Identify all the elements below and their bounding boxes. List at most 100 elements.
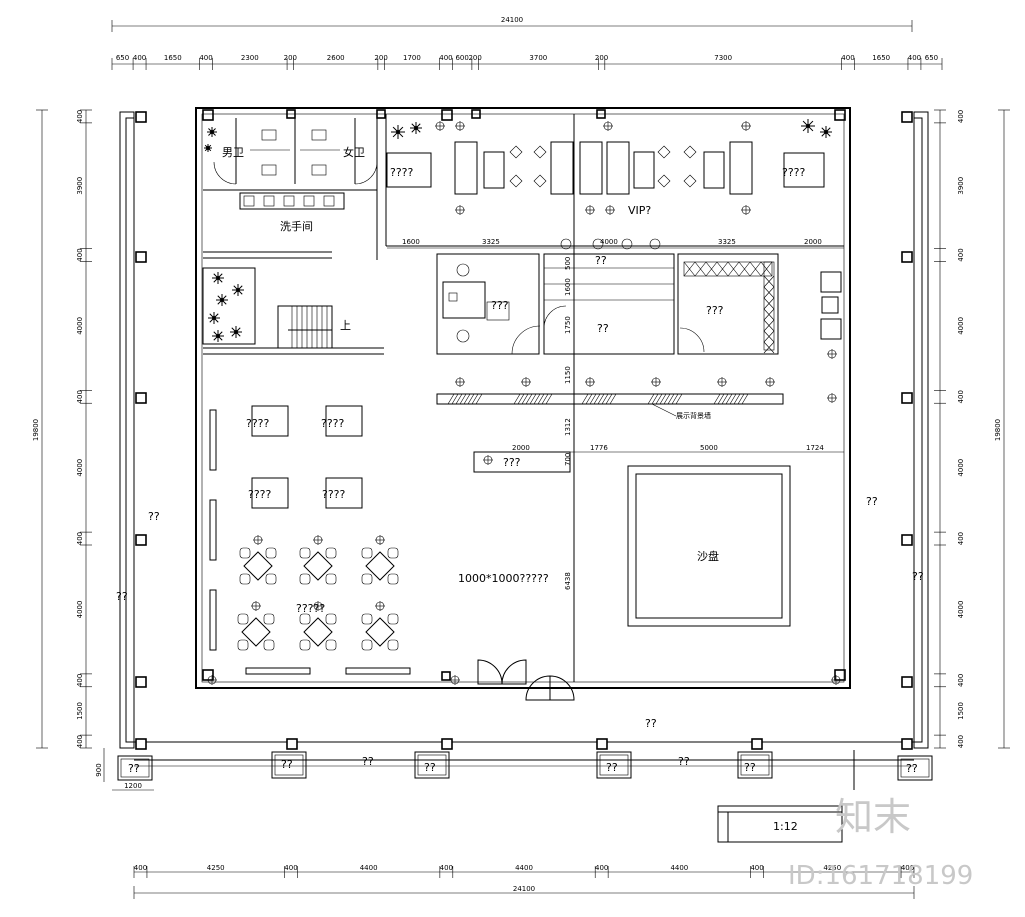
dim-label: 400 [901,864,914,872]
plant-core [206,146,210,150]
watermark-id: ID:161718199 [788,861,973,891]
hatch-line [647,393,655,405]
svg-text:5000: 5000 [700,444,718,452]
svg-text:3325: 3325 [482,238,500,246]
plant-core [824,130,828,134]
svg-text:1600: 1600 [402,238,420,246]
dim-label: 4400 [360,864,378,872]
dim-label: 2300 [241,54,259,62]
dim-label: 400 [76,735,84,748]
table-chair [299,547,311,559]
hatch-line [597,393,605,405]
dim-label: 4400 [515,864,533,872]
dim-label: 3700 [529,54,547,62]
hatch-line [455,393,463,405]
dim-label: 3900 [957,177,965,195]
dim-label: 1500 [957,702,965,720]
table-chair [325,573,337,585]
dim-label: 400 [284,864,297,872]
hatch-line [659,393,667,405]
table-chair [299,613,311,625]
dim-label: 400 [957,390,965,403]
table-chair [325,639,337,651]
plant-core [414,126,418,130]
dim-label: 200 [284,54,297,62]
table-chair [263,639,275,651]
dim-label: 400 [957,735,965,748]
dim-label: 400 [76,390,84,403]
svg-text:1750: 1750 [564,316,572,334]
shelf-x [727,261,740,277]
vip-left-label: ???? [390,166,414,179]
dim-label: 7300 [714,54,732,62]
vip-room-label: VIP? [628,204,651,217]
dim-label: 400 [908,54,921,62]
chair [509,145,523,159]
hatch-line [671,393,679,405]
table-chair [387,547,399,559]
table-chair [325,613,337,625]
table-chair [237,639,249,651]
womens-restroom-label: 女卫 [343,145,365,159]
hatch-line [513,393,521,405]
planter-label-2: ?? [281,758,293,771]
shelf-x [763,308,775,321]
hatch-line [733,393,741,405]
svg-text:1724: 1724 [806,444,824,452]
shelf-x [705,261,718,277]
diamond-table [303,617,333,647]
hatch-line [725,393,733,405]
chair [657,145,671,159]
dim-label: 200 [468,54,481,62]
table-chair [361,547,373,559]
hatch-line [585,393,593,405]
diamond-table [365,551,395,581]
plant-core [216,334,220,338]
table-chair [387,573,399,585]
dim-label: 4000 [957,601,965,619]
shelf-x [763,297,775,310]
hatch-line [663,393,671,405]
hatch-line [581,393,589,405]
table-label-2: ???? [321,417,345,430]
chair [509,174,523,188]
table-label-4: ???? [322,488,346,501]
svg-text:1776: 1776 [590,444,608,452]
dim-label: 400 [76,248,84,261]
hatch-line [537,393,545,405]
diamond-table [243,551,273,581]
mens-restroom-label: 男卫 [222,146,244,159]
hatch-line [713,393,721,405]
hatch-line [675,393,683,405]
hatch-line [593,393,601,405]
dim-label: 400 [199,54,212,62]
counter-label: ??? [503,456,521,469]
svg-text:500: 500 [564,257,572,270]
hatch-line [463,393,471,405]
hatch-line [651,393,659,405]
hatch-line [447,393,455,405]
hatch-line [605,393,613,405]
reception-counter: ??? 2000 1776 5000 1724 [473,444,844,473]
dim-label: 400 [957,248,965,261]
bottom-total-dim: 24100 [513,885,535,893]
dim-label: 400 [957,532,965,545]
planter-label-1: ?? [128,762,140,775]
dim-label: 400 [440,864,453,872]
hatch-line [717,393,725,405]
dim-label: 400 [439,54,452,62]
vip-area: ???? ???? VIP? 1600 3325 4000 3325 2000 [207,121,844,685]
table-chair [387,613,399,625]
entrance-doors [477,659,575,701]
hatch-line [471,393,479,405]
hatch-line [589,393,597,405]
shelf-x [760,261,773,277]
dim-label: 400 [134,864,147,872]
table-chair [239,547,251,559]
shelf-x [763,286,775,299]
corner-dims: 900 1200 [95,748,154,791]
right-corridor-label-2: ?? [912,570,924,583]
dim-label: 400 [76,110,84,123]
hatch-line [655,393,663,405]
